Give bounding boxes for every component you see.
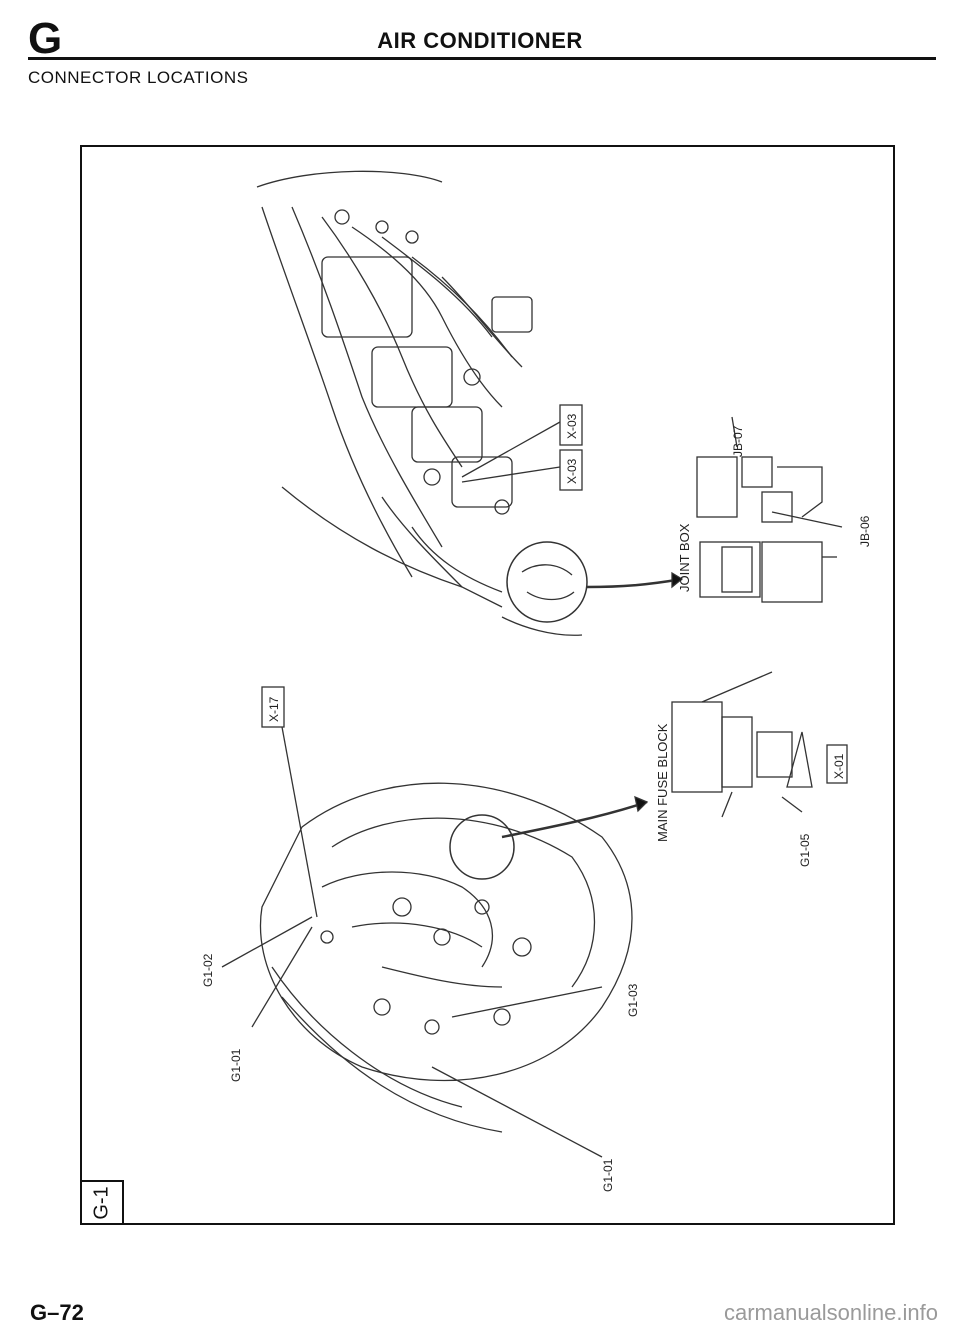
main-fuse-block-illustration — [671, 671, 848, 818]
watermark: carmanualsonline.info — [723, 1300, 938, 1325]
g105-label: G1-05 — [798, 833, 812, 867]
engine-compartment-illustration — [259, 782, 649, 1133]
section-tab-label: G-1 — [90, 1185, 113, 1220]
section-letter: G — [28, 14, 63, 63]
connector-location-diagram: X-03 X-03 JOINT BOX JB-07 JB-06 MAIN FUS… — [201, 170, 872, 1192]
page-title: AIR CONDITIONER — [377, 28, 583, 53]
diagram-frame: X-03 X-03 JOINT BOX JB-07 JB-06 MAIN FUS… — [80, 145, 895, 1225]
g103-label: G1-03 — [626, 983, 640, 1017]
ignition-label-bottom: X-03 — [565, 458, 579, 484]
page-number: G–72 — [30, 1300, 84, 1325]
page-subtitle: CONNECTOR LOCATIONS — [28, 68, 249, 87]
joint-box-label: JOINT BOX — [677, 523, 692, 592]
main-fuse-block-label: MAIN FUSE BLOCK — [655, 723, 670, 842]
g101-fan-label: G1-01 — [601, 1158, 615, 1192]
dashboard-illustration — [256, 170, 684, 636]
g101-relay-label: G1-01 — [229, 1048, 243, 1082]
lower-leader-lines — [221, 726, 603, 1158]
g102-label: G1-02 — [201, 953, 215, 987]
jb06-label: JB-06 — [858, 515, 872, 547]
ignition-label-top: X-03 — [565, 413, 579, 439]
joint-box-illustration — [696, 416, 843, 603]
section-tab: G-1 — [80, 1180, 124, 1225]
x17-label: X-17 — [267, 696, 281, 722]
x01-label: X-01 — [832, 753, 846, 779]
jb07-label: JB-07 — [731, 425, 745, 457]
ignition-switch-callouts — [461, 404, 583, 491]
x17-box — [261, 686, 285, 728]
header-divider — [28, 57, 936, 60]
